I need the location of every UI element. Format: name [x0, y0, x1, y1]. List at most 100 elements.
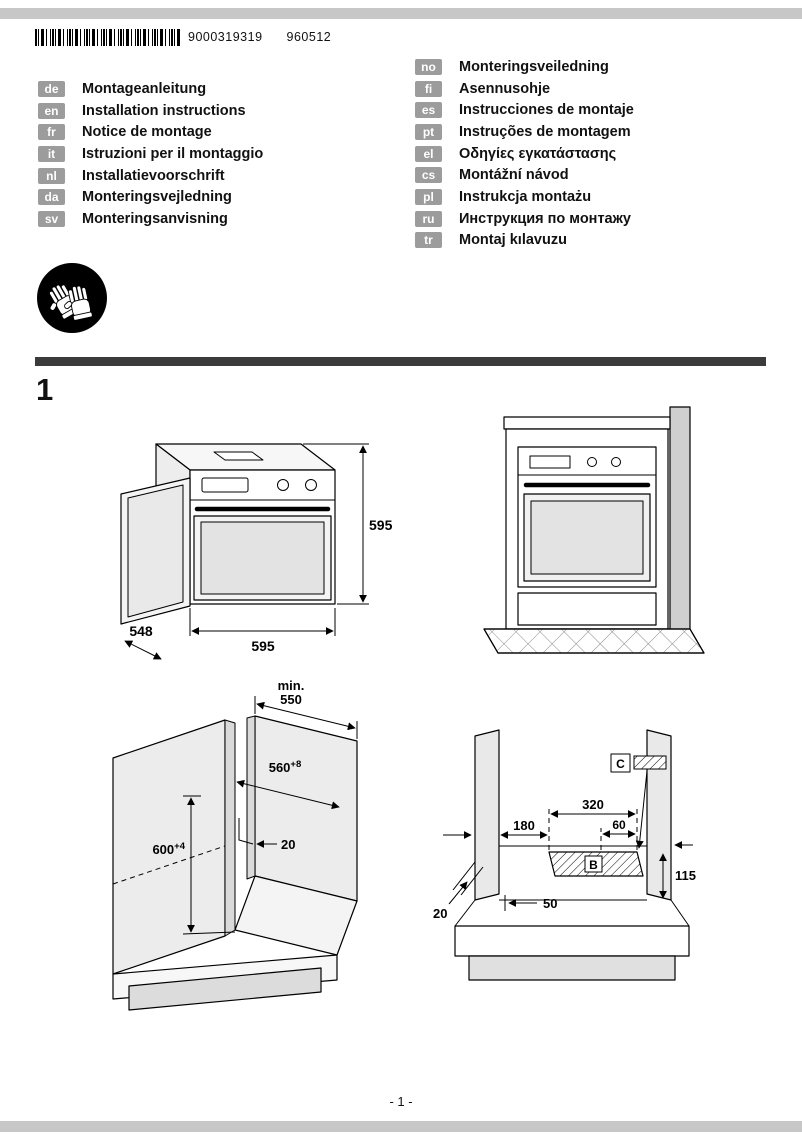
language-row: pt Instruções de montagem [415, 121, 634, 143]
oven-display [201, 477, 249, 493]
top-edge-bar [0, 8, 802, 19]
barcode [35, 28, 181, 46]
language-row: fr Notice de montage [38, 121, 263, 143]
language-title: Montážní návod [459, 167, 569, 184]
plinth [128, 967, 322, 1011]
dim-180: 180 [513, 818, 535, 833]
language-code-badge: es [415, 102, 442, 119]
dimension-115: 115 [659, 853, 696, 899]
plinth [468, 955, 676, 981]
diagram-niche-detail: B C 320 60 180 115 [433, 729, 696, 981]
language-row: en Installation instructions [38, 100, 263, 122]
dimension-height: 595 [303, 443, 393, 605]
barcode-row: 9000319319 960512 [35, 28, 331, 46]
oven-knob [277, 479, 289, 491]
language-row: tr Montaj kılavuzu [415, 230, 634, 252]
glove-front [64, 285, 93, 321]
diagram-oven-dimensions: 595 595 548 [120, 443, 393, 660]
dimension-320: 320 [548, 797, 638, 850]
oven-knob [587, 457, 597, 467]
language-code-badge: fi [415, 80, 442, 97]
language-title: Monteringsveiledning [459, 58, 609, 75]
wall [669, 406, 691, 646]
language-code-badge: cs [415, 167, 442, 184]
dim-oven-depth: 548 [129, 623, 153, 639]
dimension-20: 20 [433, 881, 468, 921]
label-b-box [584, 855, 603, 873]
language-code-badge: da [38, 189, 65, 206]
language-title: Installation instructions [82, 102, 246, 119]
language-code-badge: ru [415, 210, 442, 227]
dimension-180: 180 [500, 818, 548, 839]
dimension-50: 50 [504, 895, 557, 911]
page-number: - 1 - [389, 1094, 413, 1109]
language-title: Asennusohje [459, 80, 551, 97]
dim-notch: 20 [281, 837, 295, 852]
language-code-badge: no [415, 58, 442, 75]
wall-position-arrows [443, 831, 693, 849]
language-row: fi Asennusohje [415, 78, 634, 100]
countertop [503, 416, 671, 430]
language-code-badge: pl [415, 188, 442, 205]
language-code-badge: sv [38, 210, 65, 227]
dim-50: 50 [543, 896, 557, 911]
language-title: Istruzioni per il montaggio [82, 145, 264, 162]
language-title: Monteringsanvisning [82, 210, 228, 227]
dim-min-depth: 550 [280, 692, 302, 707]
dim-115: 115 [675, 868, 696, 883]
language-title: Instrukcja montażu [459, 188, 592, 205]
language-row: sv Monteringsanvisning [38, 208, 263, 230]
language-row: cs Montážní návod [415, 164, 634, 186]
language-row: pl Instrukcja montażu [415, 186, 634, 208]
language-code-badge: tr [415, 232, 442, 249]
language-code-badge: pt [415, 123, 442, 140]
niche-floor [234, 875, 358, 956]
dim-60: 60 [612, 818, 626, 832]
oven-body [120, 443, 336, 625]
label-c: C [616, 757, 625, 771]
language-title: Montageanleitung [82, 80, 207, 97]
part-c: C [610, 753, 667, 849]
cable-notch [238, 818, 254, 845]
dimension-min-depth: min. 550 [254, 678, 358, 739]
language-title: Notice de montage [82, 124, 212, 141]
dim-oven-width: 595 [251, 638, 275, 654]
dim-320: 320 [582, 797, 604, 812]
language-title: Monteringsvejledning [82, 189, 232, 206]
language-title: Montaj kılavuzu [459, 232, 567, 249]
language-row: da Monteringsvejledning [38, 186, 263, 208]
dim-niche-height: 600+4 [152, 841, 185, 857]
duct-strip: B [548, 851, 644, 877]
dimension-60: 60 [600, 818, 636, 850]
dim-20: 20 [433, 906, 447, 921]
drawer-front [517, 592, 657, 626]
dimension-niche-height: 600+4 [152, 795, 236, 935]
label-c-box [610, 753, 631, 773]
dim-min-label: min. [278, 678, 305, 693]
oven-knob [305, 479, 317, 491]
label-b: B [589, 858, 598, 872]
language-code-badge: nl [38, 167, 65, 184]
cabinet-body [112, 715, 358, 1011]
language-title: Installatievoorschrift [82, 167, 225, 184]
language-code-badge: fr [38, 124, 65, 141]
language-row: nl Installatievoorschrift [38, 165, 263, 187]
language-title: Οδηγίες εγκατάστασης [459, 145, 617, 162]
language-row: it Istruzioni per il montaggio [38, 143, 263, 165]
language-title: Instrucciones de montaje [459, 102, 634, 119]
language-code-badge: en [38, 102, 65, 119]
section-number: 1 [36, 372, 54, 407]
duct-part [633, 755, 667, 770]
dimension-niche-width: 560+8 [236, 759, 340, 810]
diagram-oven-installed [483, 406, 705, 654]
language-row: es Instrucciones de montaje [415, 99, 634, 121]
language-code-badge: it [38, 145, 65, 162]
oven-knob [611, 457, 621, 467]
language-title: Instruções de montagem [459, 123, 631, 140]
dimension-depth: 548 [124, 623, 162, 660]
